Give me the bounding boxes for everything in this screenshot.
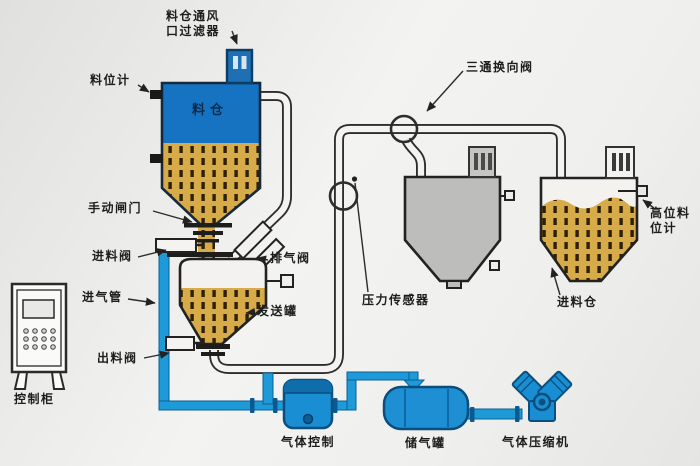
label-control-cabinet: 控制柜 [14, 392, 55, 406]
gas-compressor-unit [511, 370, 573, 422]
level-sensor-high [150, 90, 162, 99]
gas-control-unit [282, 378, 334, 430]
label-level-gauge: 料位计 [90, 73, 131, 87]
silo-vent-filter [225, 48, 254, 85]
air-injection-pipe [262, 372, 274, 405]
tank-top-pipe [346, 371, 418, 381]
label-feed-valve: 进料阀 [92, 249, 133, 263]
label-exhaust-valve: 排气阀 [270, 251, 311, 265]
level-sensor-low [150, 154, 163, 163]
label-gas-compressor: 气体压缩机 [502, 435, 570, 449]
label-sending-tank: 发送罐 [257, 304, 298, 318]
label-vent-filter: 料仓通风口过滤器 [166, 9, 221, 38]
manual-gate-valve [167, 223, 233, 257]
label-gas-control: 气体控制 [281, 435, 336, 449]
exhaust-pipe [227, 91, 292, 264]
label-three-way-valve: 三通换向阀 [466, 60, 534, 74]
leader-lines [127, 30, 655, 359]
gray-silo-filter [468, 146, 496, 178]
label-air-inlet-pipe: 进气管 [82, 290, 123, 304]
label-feed-silo: 进料仓 [557, 295, 598, 309]
pressure-sensor-point [351, 176, 358, 182]
gray-silo-sensor-low [489, 260, 500, 271]
diverter-branch-pipe [401, 137, 426, 177]
label-discharge-valve: 出料阀 [97, 351, 138, 365]
main-silo [150, 81, 262, 228]
label-gas-tank: 储气罐 [405, 436, 446, 450]
pipe-flanges [250, 398, 520, 422]
high-level-sensor [636, 185, 648, 197]
conveying-pipe [209, 124, 566, 374]
control-cabinet-unit [10, 282, 68, 390]
label-manual-gate: 手动闸门 [88, 201, 143, 215]
gray-silo-sensor [504, 190, 515, 201]
cabinet-screen [22, 299, 55, 319]
label-silo: 料仓 [192, 103, 229, 118]
flow-arrow-into-tank [402, 379, 426, 392]
feed-silo-vessel [539, 146, 648, 283]
cabinet-buttons [23, 328, 56, 350]
label-pressure-sensor: 压力传感器 [362, 293, 430, 307]
receiving-silo-gray [403, 146, 515, 289]
tank-pressure-tap [266, 274, 294, 288]
gas-storage-tank [382, 385, 470, 431]
label-high-level-gauge: 高位料位计 [650, 206, 691, 235]
three-way-diverter-valve [389, 114, 419, 144]
air-inlet-pipe [158, 245, 170, 405]
